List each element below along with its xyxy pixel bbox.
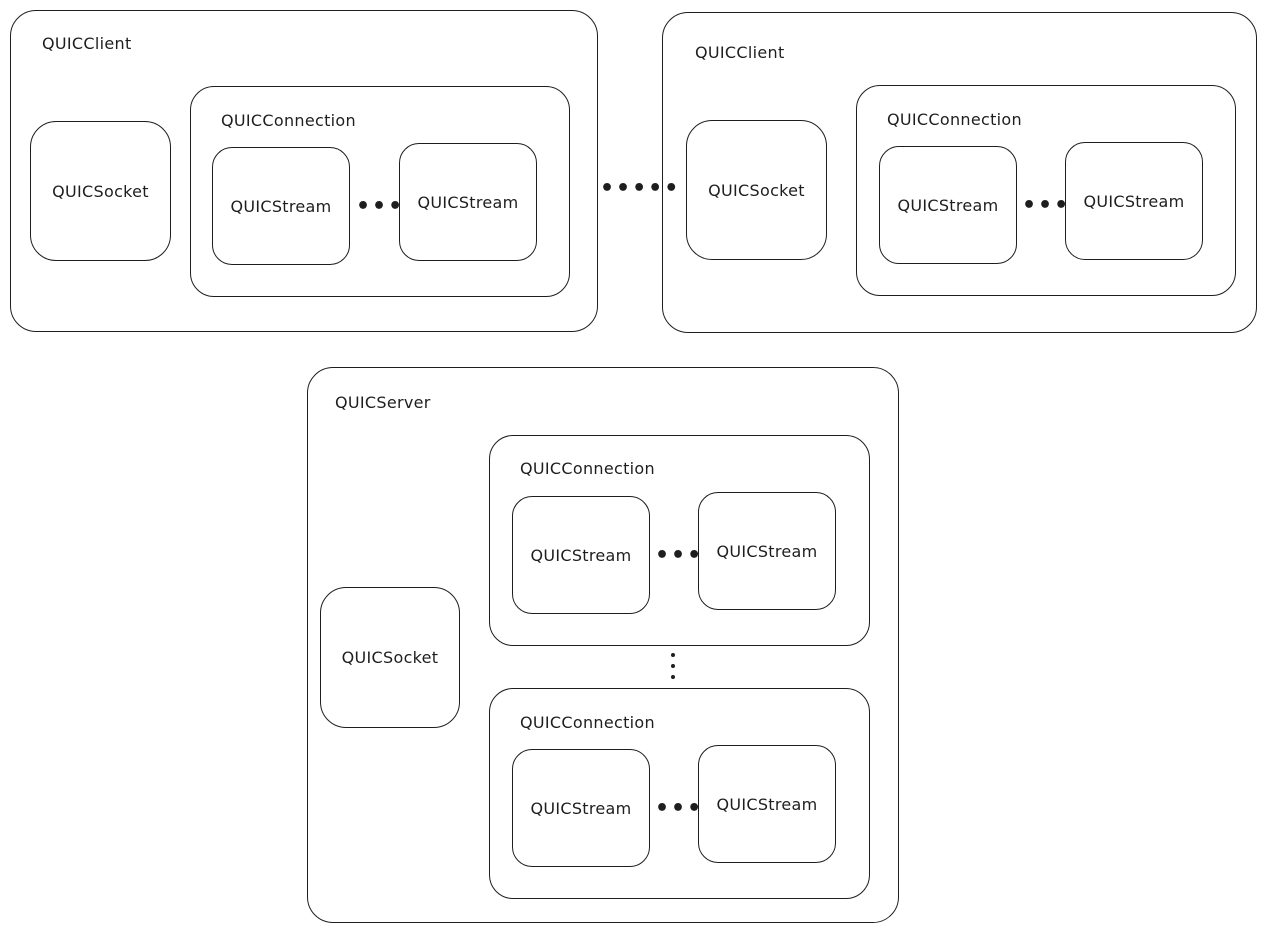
client-b-socket-label: QUICSocket xyxy=(708,180,805,200)
server-connection-2-stream-ellipsis: ••• xyxy=(655,796,704,821)
client-b-connection-title: QUICConnection xyxy=(887,110,1022,129)
client-a-stream-2-label: QUICStream xyxy=(417,192,519,212)
server-connection-2-stream-1: QUICStream xyxy=(512,749,650,867)
server-connections-ellipsis xyxy=(671,653,677,686)
server-connection-1 xyxy=(489,435,870,646)
server-connection-2-stream-2: QUICStream xyxy=(698,745,836,863)
server-connection-2-stream-1-label: QUICStream xyxy=(530,798,632,818)
client-b-stream-2-label: QUICStream xyxy=(1083,191,1185,211)
client-b-socket: QUICSocket xyxy=(686,120,827,260)
server-socket-label: QUICSocket xyxy=(341,648,439,667)
server-connection-1-stream-2-label: QUICStream xyxy=(716,541,818,561)
server-connection-1-stream-1-label: QUICStream xyxy=(530,545,632,565)
client-a-title: QUICClient xyxy=(42,34,132,53)
client-a-stream-2: QUICStream xyxy=(399,143,537,261)
server-connection-1-title: QUICConnection xyxy=(520,459,655,478)
client-b-box xyxy=(662,12,1257,333)
server-connection-1-stream-1: QUICStream xyxy=(512,496,650,614)
client-a-connection xyxy=(190,86,570,297)
client-b-title: QUICClient xyxy=(695,43,785,62)
server-connection-2 xyxy=(489,688,870,899)
server-connection-1-stream-ellipsis: ••• xyxy=(655,543,704,568)
client-a-stream-ellipsis: ••• xyxy=(356,194,405,219)
server-connection-1-stream-2: QUICStream xyxy=(698,492,836,610)
client-b-stream-ellipsis: ••• xyxy=(1022,193,1071,218)
client-a-box xyxy=(10,10,598,332)
server-socket: QUICSocket xyxy=(320,587,460,728)
client-a-stream-1: QUICStream xyxy=(212,147,350,265)
client-b-connection xyxy=(856,85,1236,296)
server-connection-2-title: QUICConnection xyxy=(520,713,655,732)
server-title: QUICServer xyxy=(335,393,431,412)
client-b-stream-2: QUICStream xyxy=(1065,142,1203,260)
client-b-stream-1: QUICStream xyxy=(879,146,1017,264)
clients-ellipsis: ••••• xyxy=(600,176,681,201)
server-connection-2-stream-2-label: QUICStream xyxy=(716,794,818,814)
client-a-connection-title: QUICConnection xyxy=(221,111,356,130)
client-b-stream-1-label: QUICStream xyxy=(897,195,999,215)
server-box xyxy=(307,367,899,923)
client-a-socket-label: QUICSocket xyxy=(52,181,149,201)
client-a-socket: QUICSocket xyxy=(30,121,171,261)
client-a-stream-1-label: QUICStream xyxy=(230,196,332,216)
